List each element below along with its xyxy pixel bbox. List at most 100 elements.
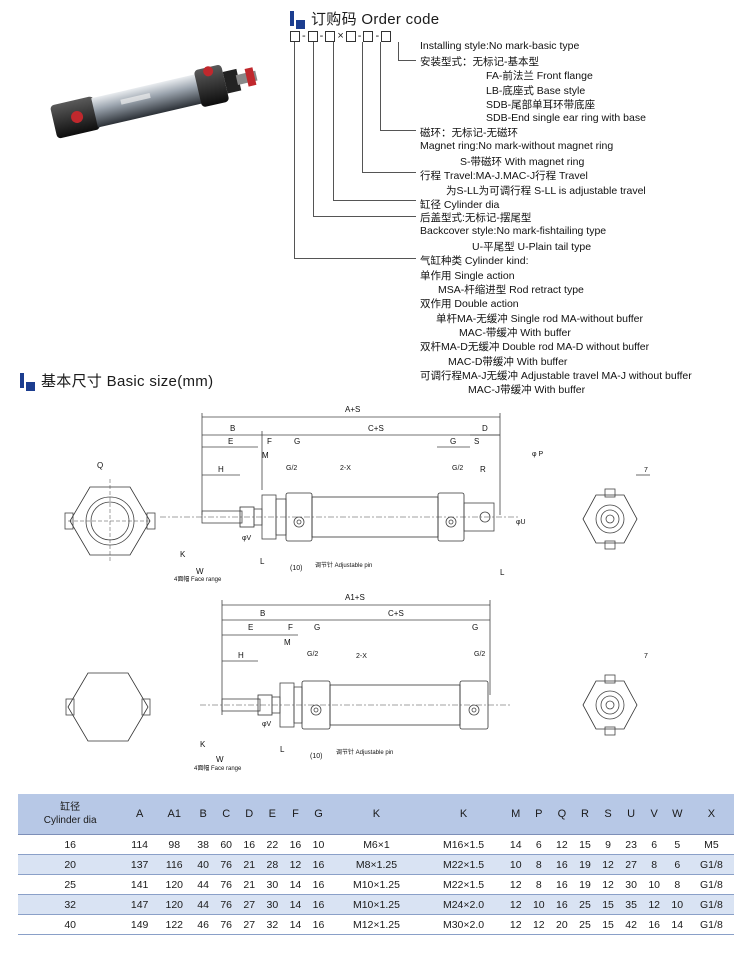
technical-drawing: A+S B C+S E F G G S D H M G/2 G/2 2-X R … bbox=[0, 395, 750, 785]
header-cell: X bbox=[688, 794, 734, 835]
order-line: 后盖型式:无标记-摆尾型 bbox=[420, 212, 532, 224]
table-cell: G1/8 bbox=[688, 894, 734, 915]
table-cell: 16 bbox=[642, 914, 666, 935]
table-cell: 15 bbox=[573, 834, 597, 855]
table-cell: 60 bbox=[214, 834, 238, 855]
table-cell: 98 bbox=[156, 834, 192, 855]
header-cell: G bbox=[306, 794, 331, 835]
table-cell: 15 bbox=[596, 914, 620, 935]
dim-label: Q bbox=[97, 461, 104, 470]
table-cell: 10 bbox=[504, 854, 528, 875]
dim-label: G/2 bbox=[307, 651, 319, 658]
table-cell: 16 bbox=[306, 874, 331, 895]
table-cell: 32 bbox=[260, 914, 284, 935]
table-cell: 14 bbox=[665, 914, 689, 935]
order-line: S-带磁环 With magnet ring bbox=[460, 156, 585, 168]
table-cell: 30 bbox=[260, 894, 284, 915]
table-cell: 12 bbox=[504, 894, 528, 915]
order-line: LB-底座式 Base style bbox=[486, 85, 586, 97]
order-line: 缸径 Cylinder dia bbox=[420, 199, 500, 211]
table-cell: 14 bbox=[283, 914, 307, 935]
leader-line bbox=[333, 200, 416, 201]
order-line: SDB-End single ear ring with base bbox=[486, 112, 646, 124]
table-cell: G1/8 bbox=[688, 874, 734, 895]
table-cell: 27 bbox=[619, 854, 643, 875]
leader-line bbox=[380, 42, 381, 130]
table-cell: 12 bbox=[596, 874, 620, 895]
table-cell: 6 bbox=[665, 854, 689, 875]
table-cell: 149 bbox=[122, 914, 157, 935]
order-line: MAC-带缓冲 With buffer bbox=[459, 327, 571, 339]
table-cell: 44 bbox=[191, 894, 215, 915]
dim-label: F bbox=[267, 437, 272, 446]
header-cell: Q bbox=[550, 794, 574, 835]
table-cell: 14 bbox=[283, 894, 307, 915]
header-cell: M bbox=[504, 794, 528, 835]
table-cell: M10×1.25 bbox=[330, 894, 423, 915]
dimension-table: 缸径 Cylinder dia A A1 B C D E F G K K M P… bbox=[18, 794, 734, 935]
table-cell: 16 bbox=[18, 834, 123, 855]
header-cell: U bbox=[619, 794, 643, 835]
order-line: 双杆MA-D无缓冲 Double rod MA-D without buffer bbox=[420, 341, 650, 353]
heading-marker-small bbox=[296, 20, 305, 29]
leader-line bbox=[362, 42, 363, 172]
leader-line bbox=[313, 42, 314, 216]
table-cell: M12×1.25 bbox=[330, 914, 423, 935]
table-cell: 22 bbox=[260, 834, 284, 855]
dim-label: S bbox=[474, 437, 480, 446]
table-cell: 8 bbox=[642, 854, 666, 875]
dim-label: K bbox=[180, 550, 186, 559]
code-box bbox=[290, 30, 300, 42]
table-cell: 25 bbox=[573, 914, 597, 935]
dim-label: 4面幅 Face range bbox=[194, 766, 242, 772]
dim-label: R bbox=[480, 465, 486, 474]
table-cell: M22×1.5 bbox=[422, 854, 505, 875]
code-box bbox=[345, 30, 356, 42]
table-cell: M16×1.5 bbox=[422, 834, 505, 855]
table-cell: M10×1.25 bbox=[330, 874, 423, 895]
table-cell: 27 bbox=[237, 914, 261, 935]
leader-line bbox=[362, 172, 416, 173]
order-line: 行程 Travel:MA-J.MAC-J行程 Travel bbox=[420, 170, 588, 182]
table-cell: 19 bbox=[573, 874, 597, 895]
dim-label: G bbox=[314, 623, 321, 632]
table-cell: 21 bbox=[237, 874, 261, 895]
table-header-row: 缸径 Cylinder dia A A1 B C D E F G K K M P… bbox=[18, 794, 734, 835]
order-line: SDB-尾部单耳环带底座 bbox=[486, 99, 596, 111]
table-cell: 10 bbox=[527, 894, 551, 915]
order-line: U-平尾型 U-Plain tail type bbox=[472, 241, 592, 253]
table-cell: 16 bbox=[550, 854, 574, 875]
dim-label: D bbox=[482, 424, 488, 433]
table-cell: 76 bbox=[214, 894, 238, 915]
order-line: Backcover style:No mark-fishtailing type bbox=[420, 225, 607, 237]
dim-label: G/2 bbox=[474, 651, 486, 658]
dim-label: 4面幅 Face range bbox=[174, 577, 222, 583]
right-end-view-bottom bbox=[582, 674, 638, 736]
table-cell: 10 bbox=[665, 894, 689, 915]
table-cell: 19 bbox=[573, 854, 597, 875]
header-cell: D bbox=[237, 794, 261, 835]
code-box bbox=[381, 30, 392, 42]
table-cell: 8 bbox=[527, 854, 551, 875]
table-cell: 25 bbox=[18, 874, 123, 895]
table-cell: 76 bbox=[214, 854, 238, 875]
table-cell: 44 bbox=[191, 874, 215, 895]
table-cell: 21 bbox=[237, 854, 261, 875]
dim-label: W bbox=[216, 755, 224, 764]
leader-line bbox=[398, 42, 399, 60]
order-line: 为S-LL为可调行程 S-LL is adjustable travel bbox=[446, 185, 646, 197]
table-cell: 14 bbox=[504, 834, 528, 855]
table-cell: 32 bbox=[18, 894, 123, 915]
order-line: MSA-杆缩进型 Rod retract type bbox=[438, 284, 584, 296]
table-cell: 28 bbox=[260, 854, 284, 875]
table-cell: 16 bbox=[237, 834, 261, 855]
table-cell: 6 bbox=[642, 834, 666, 855]
order-line: 可调行程MA-J无缓冲 Adjustable travel MA-J witho… bbox=[420, 370, 692, 382]
table-cell: 137 bbox=[122, 854, 157, 875]
table-cell: 141 bbox=[122, 874, 157, 895]
table-cell: 114 bbox=[122, 834, 157, 855]
